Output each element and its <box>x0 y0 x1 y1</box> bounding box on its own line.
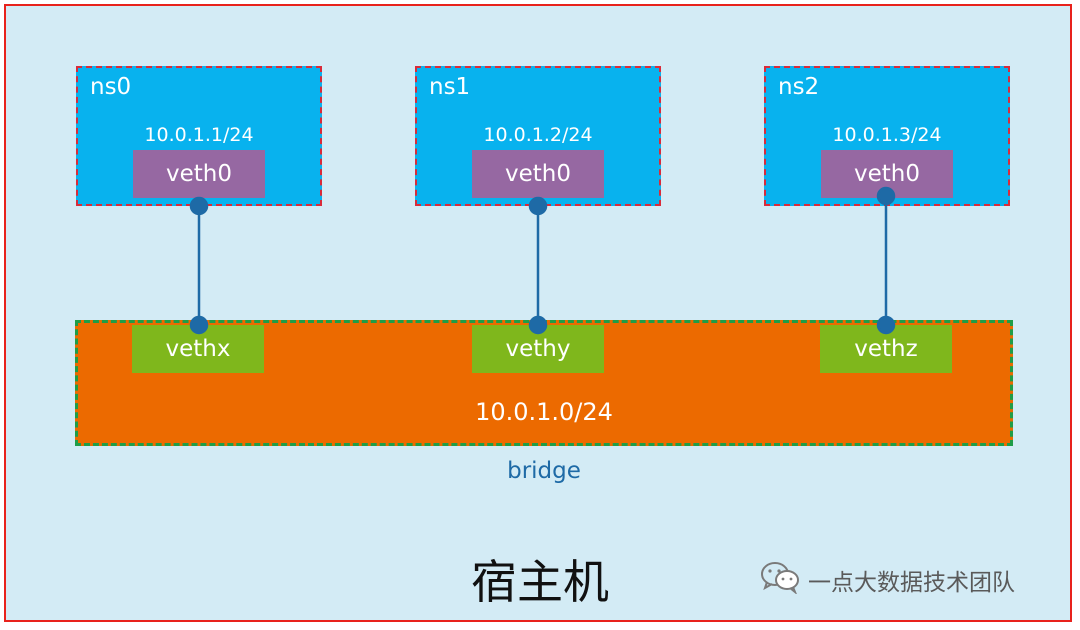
link-endpoint-ns2 <box>876 186 896 206</box>
namespace-ip: 10.0.1.3/24 <box>832 124 942 146</box>
link-endpoint-vethz <box>876 315 896 335</box>
namespace-interface: veth0 <box>472 150 604 198</box>
namespace-ip: 10.0.1.2/24 <box>483 124 593 146</box>
link-endpoint-ns0 <box>189 196 209 216</box>
namespace-ns0: ns0 10.0.1.1/24 veth0 <box>76 66 322 206</box>
link-endpoint-vethx <box>189 315 209 335</box>
link-endpoint-vethy <box>528 315 548 335</box>
namespace-ns1: ns1 10.0.1.2/24 veth0 <box>415 66 661 206</box>
link-endpoint-ns1 <box>528 196 548 216</box>
bridge-label: bridge <box>507 458 581 484</box>
namespace-ns2: ns2 10.0.1.3/24 veth0 <box>764 66 1010 206</box>
watermark: 一点大数据技术团队 <box>760 560 1015 600</box>
namespace-interface: veth0 <box>133 150 265 198</box>
namespace-name: ns0 <box>90 74 132 100</box>
host-title: 宿主机 <box>471 555 609 609</box>
wechat-icon <box>760 560 800 600</box>
namespace-ip: 10.0.1.1/24 <box>144 124 254 146</box>
bridge-subnet: 10.0.1.0/24 <box>475 398 613 426</box>
namespace-name: ns1 <box>429 74 471 100</box>
namespace-name: ns2 <box>778 74 820 100</box>
watermark-text: 一点大数据技术团队 <box>808 570 1015 596</box>
